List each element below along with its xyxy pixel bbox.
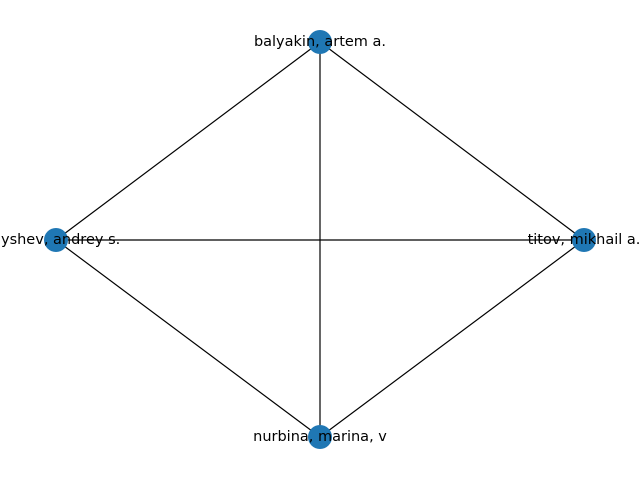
edge-balyakin-titov (319, 41, 585, 241)
nodes-layer (44, 30, 596, 449)
node-balyakin (308, 30, 332, 54)
node-titov (572, 228, 596, 252)
node-label-nurbina: nurbina, marina, v (253, 429, 387, 445)
node-andrey (44, 228, 68, 252)
edge-balyakin-andrey (55, 41, 321, 241)
edge-titov-nurbina (319, 239, 585, 438)
edge-nurbina-andrey (55, 239, 321, 438)
labels-layer: balyakin, artem a. titov, mikhail a. nurbi… (0, 34, 640, 445)
node-nurbina (308, 425, 332, 449)
node-label-balyakin: balyakin, artem a. (254, 34, 386, 50)
node-label-andrey: dyshev, andrey s. (0, 232, 120, 248)
node-label-titov: titov, mikhail a. (528, 232, 640, 248)
edges-layer (55, 41, 585, 438)
